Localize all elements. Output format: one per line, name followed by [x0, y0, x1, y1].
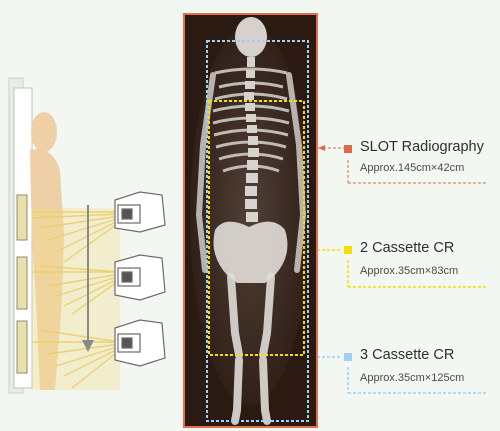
slot-scanning-illustration [8, 77, 166, 394]
three-cassette-region [206, 40, 309, 422]
three-cassette-swatch [344, 353, 352, 361]
three-cassette-size: Approx.35cm×125cm [360, 372, 465, 384]
full-spine-xray-image [183, 13, 318, 428]
xray-tube-2 [114, 254, 166, 301]
ribcage [212, 67, 290, 173]
cassette-plate-2 [16, 256, 28, 310]
slot-swatch [344, 145, 352, 153]
cassette-plate-3 [16, 320, 28, 374]
slot-size: Approx.145cm×42cm [360, 162, 465, 174]
xray-beams [31, 211, 121, 389]
legs [227, 273, 275, 425]
three-cassette-label: 3 Cassette CR [360, 347, 455, 363]
xray-tube-3 [114, 319, 166, 367]
xray-tube-1 [114, 191, 166, 233]
scan-direction-arrow [82, 205, 94, 352]
coverage-overlays [206, 40, 309, 422]
patient-silhouette [30, 112, 64, 390]
slot-label: SLOT Radiography [360, 139, 484, 155]
skull [235, 17, 267, 57]
two-cassette-label: 2 Cassette CR [360, 240, 455, 256]
two-cassette-size: Approx.35cm×83cm [360, 265, 459, 277]
beam-fill [32, 208, 120, 390]
cassette-plate-1 [16, 194, 28, 241]
two-cassette-swatch [344, 246, 352, 254]
pelvis [213, 221, 288, 283]
two-cassette-region [208, 100, 305, 356]
